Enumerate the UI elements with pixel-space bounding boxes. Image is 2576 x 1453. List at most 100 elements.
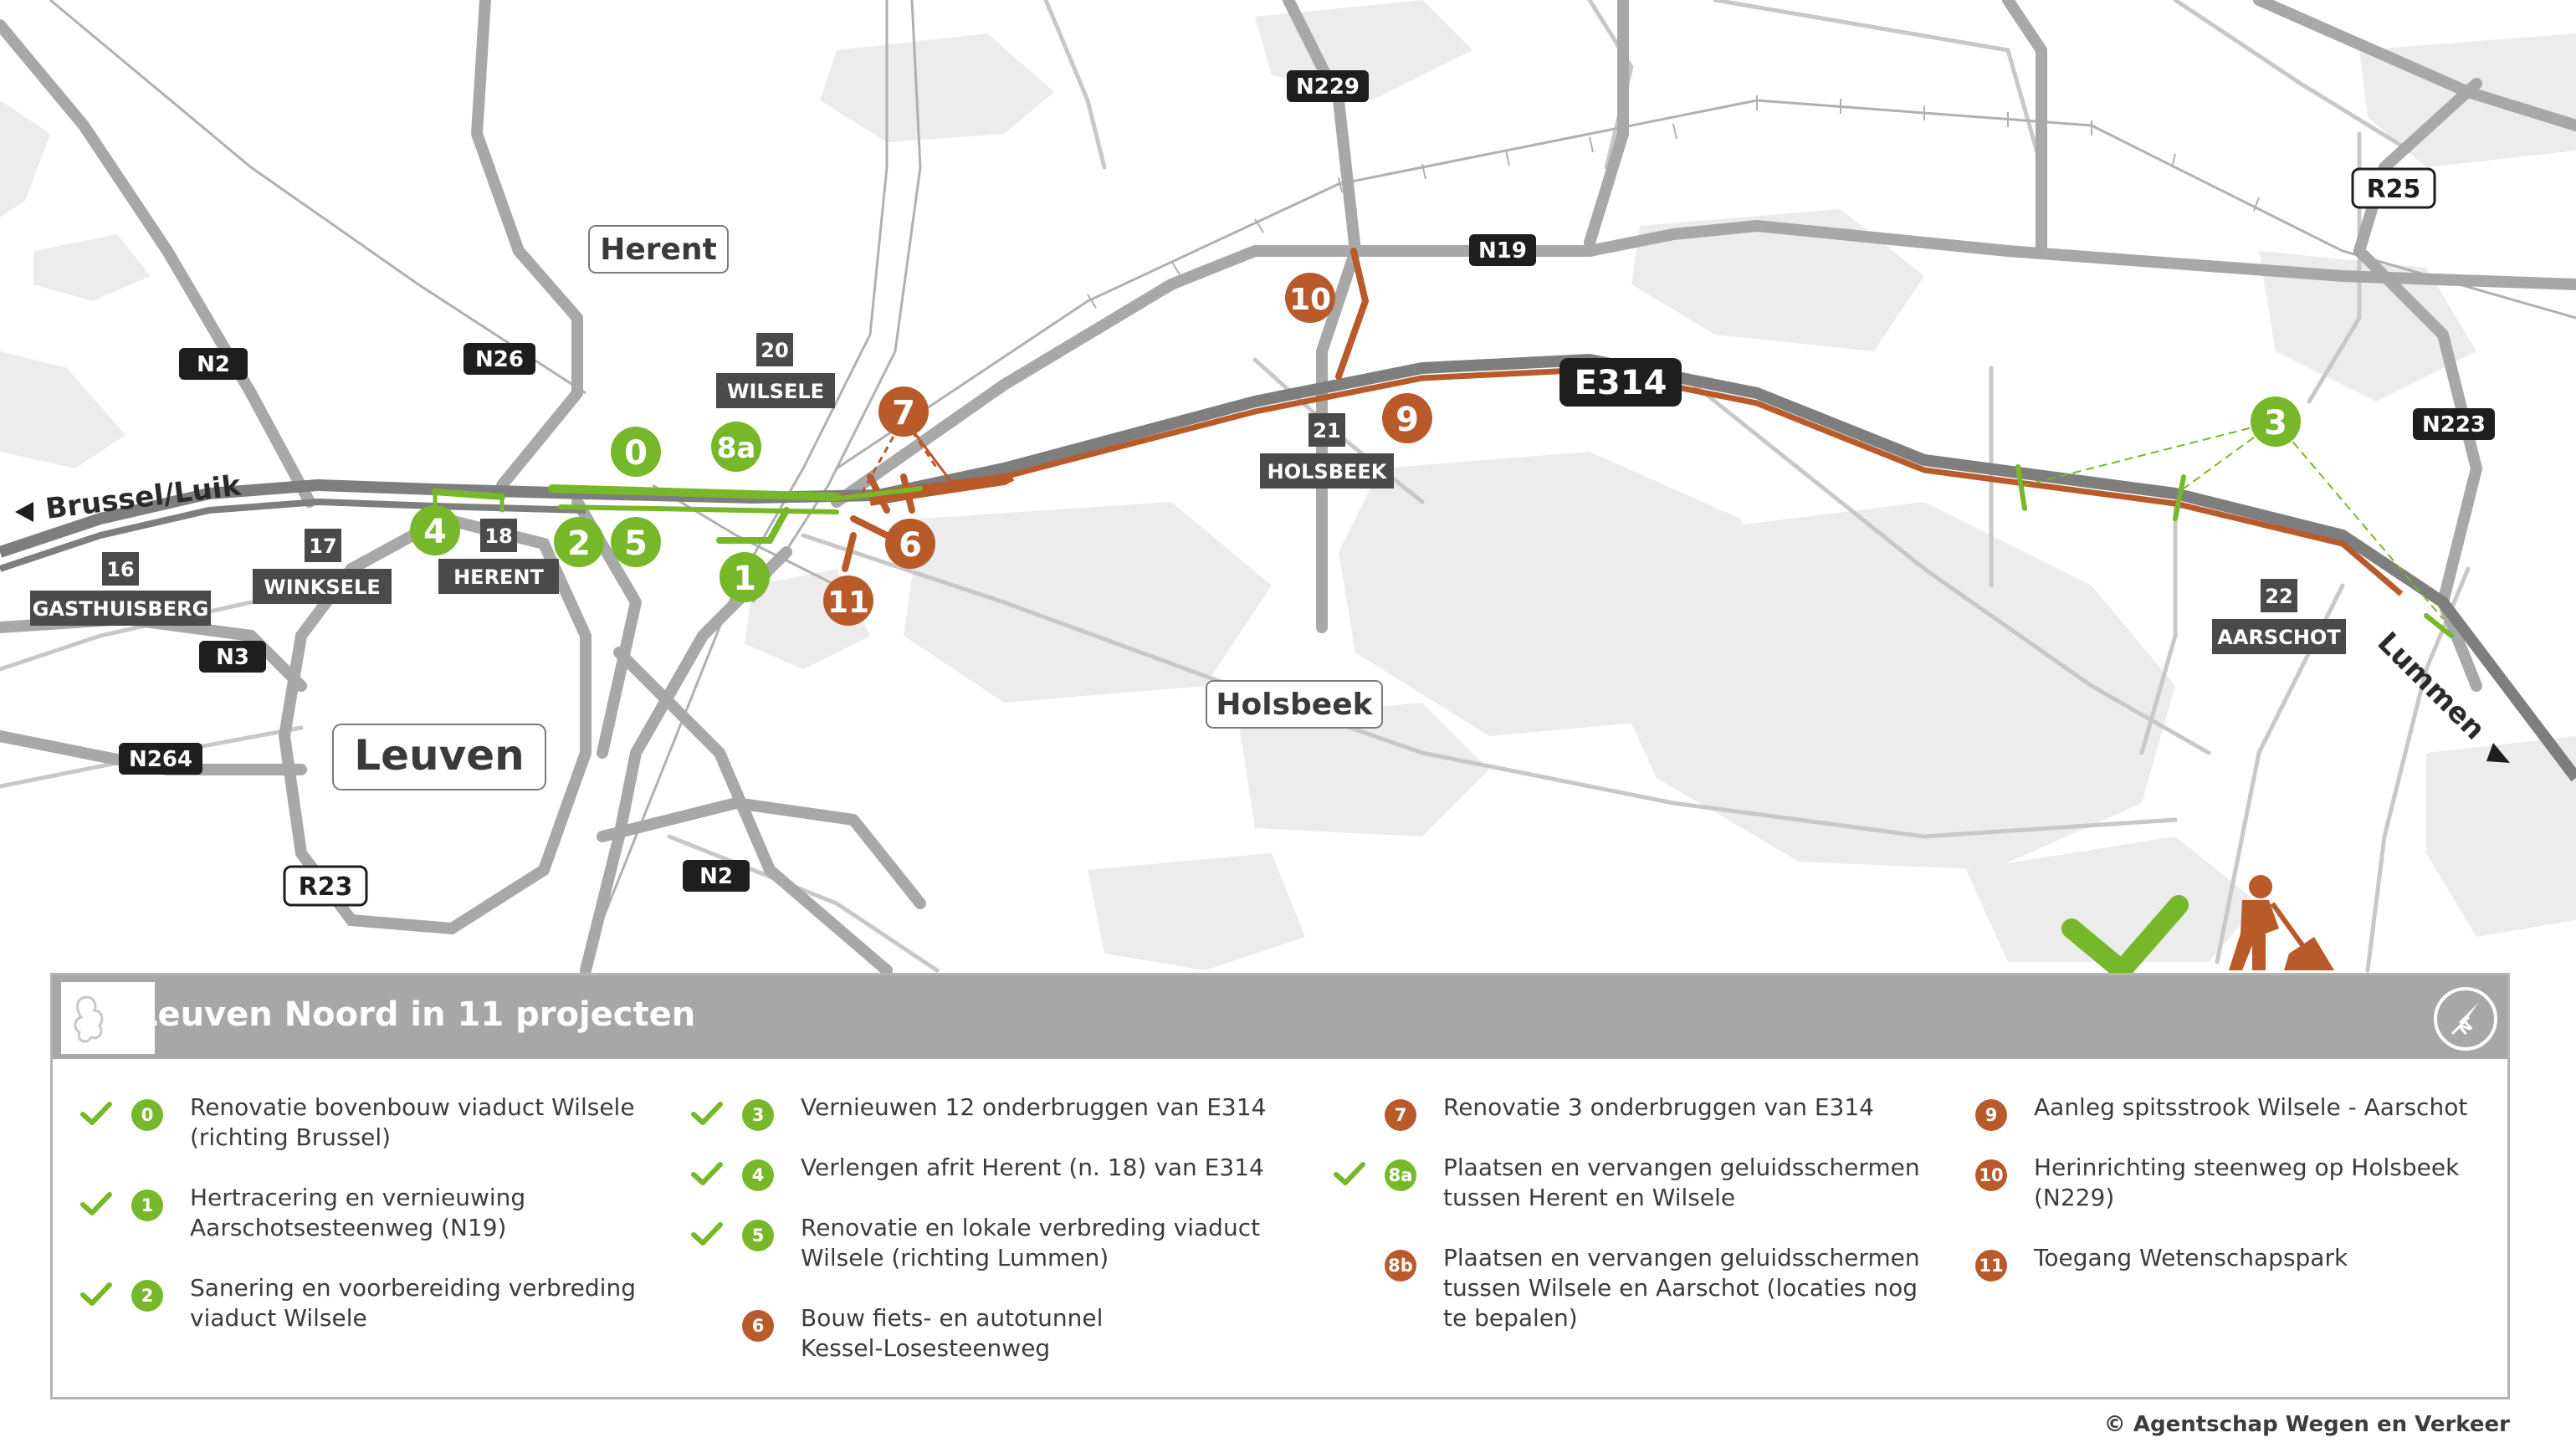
legend-badge-11: 11 (1975, 1250, 2007, 1282)
exit-labels: 16 GASTHUISBERG 17 WINKSELE 18 HERENT 20… (30, 333, 2346, 654)
legend-text-1: Hertracering en vernieuwing Aarschotsest… (190, 1184, 526, 1241)
svg-text:3: 3 (2264, 404, 2287, 443)
legend-badge-6: 6 (742, 1310, 774, 1342)
e314-motorway-grey (0, 354, 2576, 782)
roadworker-icon (2229, 875, 2334, 970)
legend-text-8a: Plaatsen en vervangen geluidsschermen tu… (1443, 1154, 1920, 1211)
legend-text-10: Herinrichting steenweg op Holsbeek (N229… (2034, 1154, 2460, 1211)
legend-text-11: Toegang Wetenschapspark (2034, 1244, 2348, 1271)
ring-road-labels: R25 R23 (283, 167, 2436, 907)
svg-text:1: 1 (733, 560, 756, 598)
svg-text:0: 0 (624, 434, 648, 473)
marker-0 (611, 427, 661, 477)
main-roads (0, 0, 2576, 976)
agency-logo (61, 982, 155, 1054)
svg-text:11: 11 (827, 586, 869, 620)
marker-7 (878, 386, 929, 437)
legend-badge-10: 10 (1975, 1159, 2007, 1191)
direction-west-label: Brussel/Luik (44, 468, 243, 525)
road-n3-label: N3 (216, 645, 249, 670)
place-holsbeek-box (1206, 680, 1383, 729)
marker-9 (1382, 393, 1432, 443)
copyright-text: © Agentschap Wegen en Verkeer (2103, 1412, 2510, 1437)
legend-text-7: Renovatie 3 onderbruggen van E314 (1443, 1093, 1874, 1121)
road-n2-west-label: N2 (197, 352, 230, 377)
road-n2-south-label: N2 (699, 864, 733, 889)
legend-text-5: Renovatie en lokale verbreding viaduct W… (801, 1214, 1261, 1271)
svg-text:10: 10 (1289, 283, 1331, 317)
legend-text-3: Vernieuwen 12 onderbruggen van E314 (801, 1093, 1267, 1121)
exit-20-number: 20 (761, 339, 788, 362)
place-herent-box (588, 225, 729, 274)
marker-11 (823, 576, 873, 626)
legend-title: Leuven Noord in 11 projecten (136, 995, 696, 1034)
railway-ticks (1087, 95, 2260, 309)
legend-text-9: Aanleg spitsstrook Wilsele - Aarschot (2034, 1093, 2468, 1121)
svg-text:8a: 8a (717, 432, 756, 465)
arrow-west-icon (15, 502, 33, 522)
exit-16-name: GASTHUISBERG (33, 597, 209, 621)
exit-17-name: WINKSELE (264, 576, 380, 599)
legend-text-8b: Plaatsen en vervangen geluidsschermen tu… (1443, 1244, 1920, 1332)
svg-text:5: 5 (624, 524, 648, 563)
exit-18-name: HERENT (453, 565, 544, 589)
svg-text:N: N (2456, 1017, 2476, 1039)
exit-21-number: 21 (1313, 419, 1340, 443)
checkmark-icon (2061, 895, 2189, 980)
secondary-roads (0, 0, 2471, 973)
road-n229-label: N229 (1296, 74, 1360, 100)
flemish-lion-icon (74, 995, 104, 1043)
place-herent-label: Herent (600, 233, 717, 267)
checkmark-icon (80, 1192, 112, 1215)
legend-header: Leuven Noord in 11 projecten N (53, 975, 2507, 1059)
project-markers: 0 8a 4 2 5 1 3 7 6 11 10 9 (410, 273, 2301, 626)
exit-16-number: 16 (106, 558, 134, 581)
e314-motorway-inner (0, 498, 586, 572)
legend-badge-0: 0 (131, 1099, 163, 1131)
road-n26-label: N26 (475, 347, 524, 372)
completed-projects-routes (432, 464, 2454, 638)
project-10-route (1335, 248, 1370, 380)
exit-22-number: 22 (2265, 585, 2292, 608)
exit-21-name: HOLSBEEK (1268, 460, 1388, 483)
legend-badge-1: 1 (131, 1190, 163, 1221)
svg-text:7: 7 (892, 394, 915, 432)
place-leuven-box (332, 724, 546, 790)
checkmark-icon (691, 1102, 723, 1125)
marker-4 (410, 505, 460, 555)
place-leuven-label: Leuven (354, 731, 524, 780)
checkmark-icon (80, 1102, 112, 1125)
legend-badge-7: 7 (1385, 1099, 1416, 1131)
road-e314-box (1559, 358, 1682, 407)
road-number-labels: N2 N26 N229 N19 N223 N3 N264 N2 (119, 70, 2495, 892)
legend-badge-8a: 8a (1385, 1159, 1416, 1191)
marker-5 (611, 517, 661, 567)
arrow-east-icon (2486, 743, 2510, 763)
marker-3 (2251, 397, 2301, 447)
svg-text:2: 2 (567, 524, 591, 563)
svg-text:9: 9 (1396, 401, 1419, 439)
legend-text-0: Renovatie bovenbouw viaduct Wilsele (ric… (190, 1093, 635, 1151)
legend-badge-9: 9 (1975, 1099, 2007, 1131)
marker-10 (1285, 273, 1335, 323)
legend-text-4: Verlengen afrit Herent (n. 18) van E314 (801, 1154, 1264, 1181)
map-areas (0, 0, 2576, 970)
marker-8a (711, 422, 761, 472)
road-r23-label: R23 (299, 872, 353, 902)
road-r25-label: R25 (2367, 175, 2421, 204)
legend-badge-2: 2 (131, 1280, 163, 1312)
legend-badge-3: 3 (742, 1099, 774, 1131)
project-brown-ramp (869, 473, 1015, 506)
svg-text:4: 4 (423, 513, 447, 551)
exit-17-number: 17 (309, 535, 336, 558)
checkmark-icon (691, 1222, 723, 1246)
project-6-route (842, 473, 915, 572)
checkmark-icon (691, 1162, 723, 1185)
exit-22-name: AARSCHOT (2217, 626, 2341, 649)
legend-text-2: Sanering en voorbereiding verbreding via… (190, 1274, 636, 1332)
road-e314-label: E314 (1575, 364, 1667, 402)
checkmark-icon (1334, 1162, 1365, 1185)
checkmark-icon (80, 1282, 112, 1306)
